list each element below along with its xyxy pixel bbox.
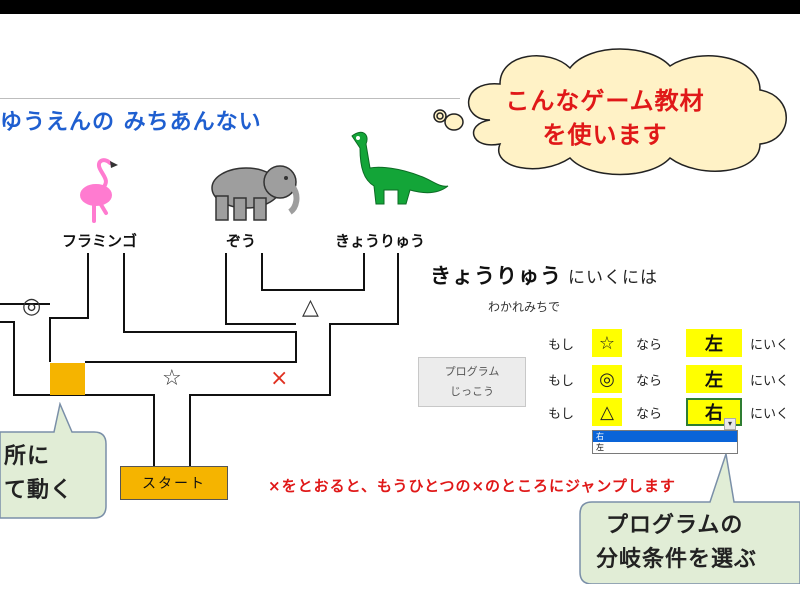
left-callout-line-1: 所に — [4, 444, 51, 469]
rule-symbol: △ — [592, 398, 622, 426]
rule-go: にいく — [750, 337, 790, 353]
top-black-bar — [0, 0, 800, 14]
rule-go: にいく — [750, 373, 790, 389]
elephant-icon — [211, 165, 300, 221]
direction-dropdown-list: 右 左 — [592, 430, 738, 454]
start-button[interactable]: スタート — [120, 466, 228, 500]
current-position-marker — [50, 363, 85, 395]
rule-then: なら — [635, 337, 662, 353]
goal-target: きょうりゅう — [430, 264, 562, 288]
direction-select-1[interactable]: 左 — [686, 329, 742, 357]
right-callout-bubble — [579, 453, 800, 584]
rule-row: もし ◎ なら 左 にいく — [548, 365, 789, 393]
left-callout-bubble — [0, 402, 107, 519]
jump-rule-message: ×をとおると、もうひとつの×のところにジャンプします — [268, 477, 676, 495]
right-callout-line-2: 分岐条件を選ぶ — [596, 547, 758, 572]
right-callout-text: プログラムの 分岐条件を選ぶ — [596, 509, 757, 577]
dropdown-option[interactable]: 右 — [593, 431, 737, 442]
goal-heading: きょうりゅうにいくには — [430, 260, 658, 290]
fork-label: わかれみちで — [488, 300, 561, 314]
cloud-line-2: を使います — [542, 121, 668, 149]
rule-then: なら — [635, 373, 662, 389]
left-callout-text: 所に て動く — [4, 440, 73, 508]
animal-label-dinosaur: きょうりゅう — [335, 232, 426, 250]
maze-symbol-triangle: △ — [302, 295, 319, 320]
right-callout-line-1: プログラムの — [606, 513, 744, 538]
run-button-line-1: プログラム — [444, 365, 500, 378]
maze-symbol-star: ☆ — [162, 366, 182, 391]
direction-select-2[interactable]: 左 — [686, 365, 742, 393]
dinosaur-icon — [351, 131, 449, 205]
maze-symbol-cross: × — [270, 366, 289, 391]
rule-if: もし — [548, 373, 575, 389]
rule-if: もし — [548, 337, 575, 353]
animal-label-elephant: ぞう — [226, 232, 257, 250]
rule-if: もし — [548, 406, 575, 422]
rule-row: もし ☆ なら 左 にいく — [548, 329, 789, 357]
run-button-line-2: じっこう — [450, 385, 494, 398]
rule-row: もし △ なら 右 にいく — [548, 398, 789, 426]
run-program-button[interactable]: プログラム じっこう — [418, 357, 526, 407]
animal-label-flamingo: フラミンゴ — [62, 232, 138, 250]
cloud-callout — [433, 48, 787, 176]
rule-go: にいく — [750, 406, 790, 422]
rule-symbol: ☆ — [592, 329, 622, 357]
left-callout-line-2: て動く — [4, 478, 74, 503]
maze-symbol-circle: ◎ — [22, 294, 42, 319]
rule-symbol: ◎ — [592, 365, 622, 393]
goal-suffix: にいくには — [568, 268, 658, 288]
page-title: ゆうえんの みちあんない — [0, 110, 262, 135]
header-divider — [0, 98, 460, 99]
dropdown-arrow-icon[interactable]: ▾ — [724, 418, 736, 430]
rule-then: なら — [635, 406, 662, 422]
cloud-message: こんなゲーム教材 を使います — [480, 84, 730, 152]
dropdown-option[interactable]: 左 — [596, 443, 604, 452]
flamingo-icon — [80, 158, 118, 223]
cloud-line-1: こんなゲーム教材 — [505, 87, 705, 115]
